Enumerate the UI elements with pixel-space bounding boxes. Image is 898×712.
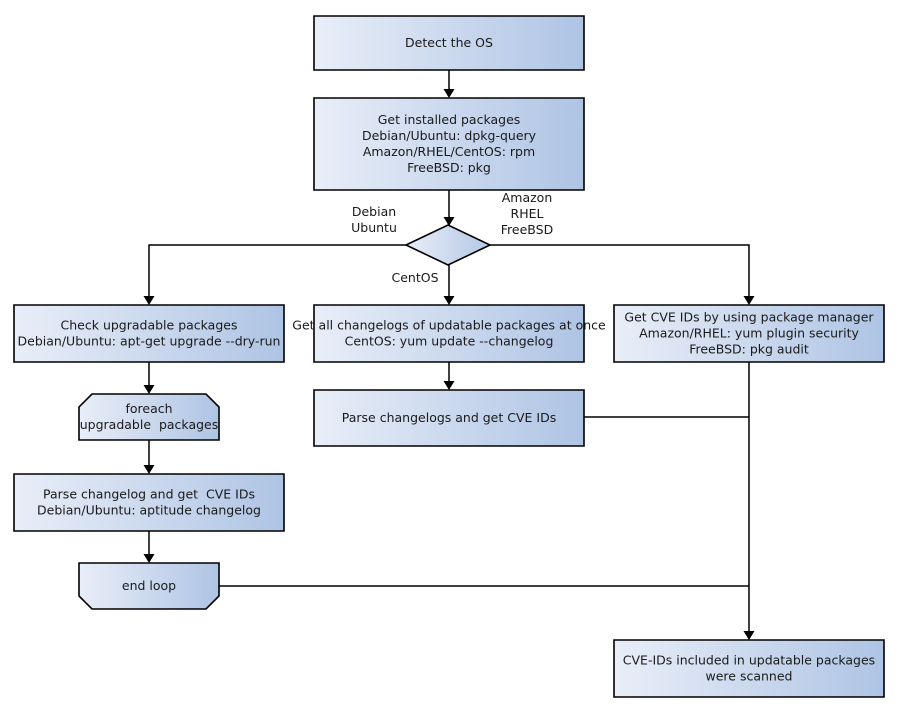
node-parse-changelogs-bulk[interactable]: Parse changelogs and get CVE IDs (313, 389, 585, 447)
node-end-loop[interactable]: end loop (78, 562, 220, 610)
node-shape-parse-changelog-single (13, 473, 285, 532)
node-detect-os[interactable]: Detect the OS (313, 15, 585, 71)
arrow-into-decision (443, 217, 455, 226)
node-shape-get-all-changelogs (313, 304, 585, 363)
node-label-detect-os: Detect the OS (405, 35, 493, 50)
node-shape-get-installed-packages (313, 97, 585, 191)
decision-to-debian-branch (148, 244, 406, 299)
node-label-get-all-changelogs: Get all changelogs of updatable packages… (292, 317, 606, 348)
node-os-decision[interactable] (404, 224, 492, 266)
arrow-into-check-upgradable (143, 296, 155, 305)
arrow-into-get-all-changelogs (443, 296, 455, 305)
edge-label-centos: CentOS (391, 270, 438, 285)
connector-layer (143, 70, 755, 640)
arrow-into-parse-changelogs-bulk (443, 381, 455, 390)
node-label-end-loop: end loop (122, 578, 176, 593)
node-shape-foreach-loop (78, 393, 220, 441)
arrow-into-get-cve-pkg-manager (743, 296, 755, 305)
node-shape-detect-os (313, 15, 585, 71)
node-label-parse-changelogs-bulk: Parse changelogs and get CVE IDs (342, 410, 556, 425)
arrow-into-end-loop (143, 554, 155, 563)
node-shape-scanned-result (613, 639, 885, 698)
decision-to-amazon-branch (490, 244, 750, 299)
arrow-into-get-installed-packages (443, 89, 455, 98)
node-shape-end-loop (78, 562, 220, 610)
node-get-all-changelogs[interactable]: Get all changelogs of updatable packages… (292, 304, 606, 363)
arrow-into-scanned-result (743, 631, 755, 640)
node-shape-os-decision (404, 224, 492, 266)
node-shape-parse-changelogs-bulk (313, 389, 585, 447)
arrow-into-foreach (143, 385, 155, 394)
node-shape-get-cve-pkg-manager (613, 304, 885, 363)
arrow-into-parse-changelog-single (143, 465, 155, 474)
node-shape-check-upgradable (13, 304, 285, 363)
